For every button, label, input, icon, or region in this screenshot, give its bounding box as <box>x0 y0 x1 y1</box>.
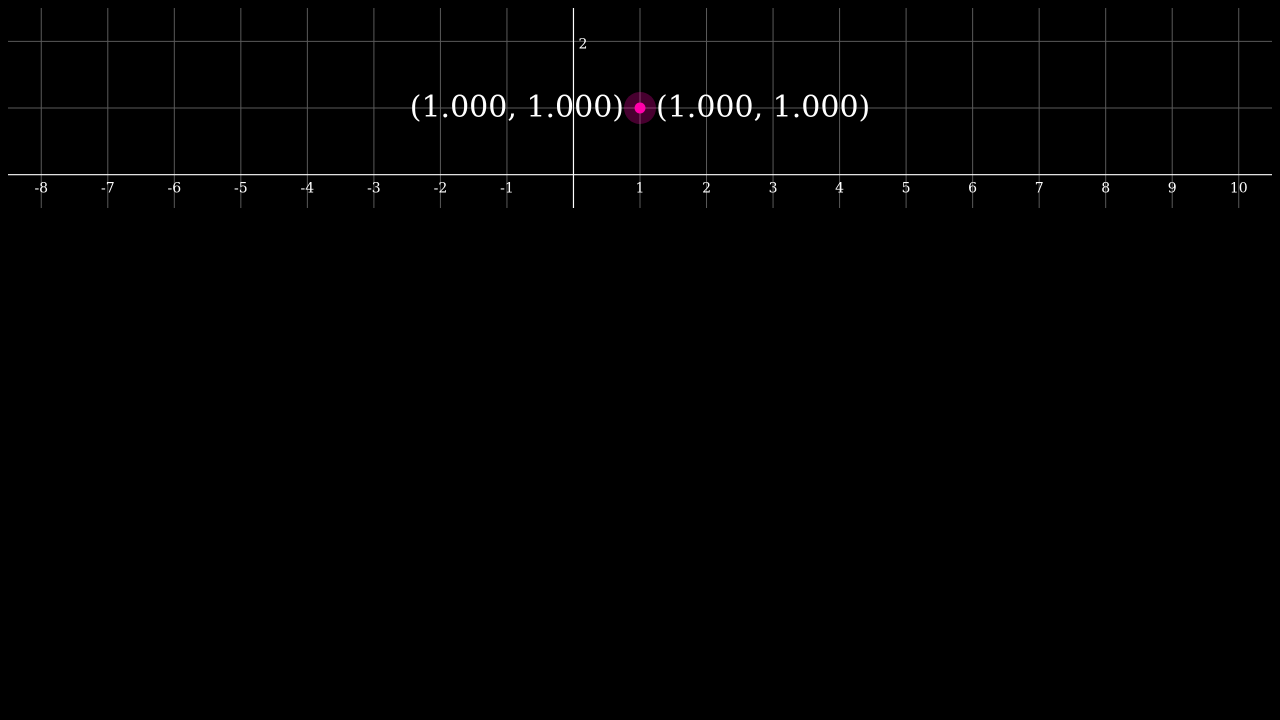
point-label-right: (1.000, 1.000) <box>656 90 870 125</box>
points: (1.000, 1.000) (1.000, 1.000) <box>410 90 871 125</box>
x-tick-label: -8 <box>34 181 48 197</box>
x-tick-label: 10 <box>1230 181 1248 197</box>
x-tick-label: 6 <box>968 181 977 197</box>
x-tick-label: -4 <box>301 181 315 197</box>
x-tick-label: 5 <box>902 181 911 197</box>
x-tick-label: -1 <box>500 181 514 197</box>
axes <box>8 8 1272 208</box>
x-tick-label: 4 <box>835 181 844 197</box>
tick-labels: -8 -7 -6 -5 -4 -3 -2 -1 1 2 3 4 5 6 7 8 9 10 2 <box>34 36 1247 196</box>
x-tick-label: 1 <box>636 181 645 197</box>
x-tick-label: -5 <box>234 181 248 197</box>
x-tick-label: 3 <box>769 181 778 197</box>
x-tick-label: -3 <box>367 181 381 197</box>
data-point <box>634 102 646 114</box>
y-tick-label: 2 <box>578 36 587 52</box>
x-tick-label: 2 <box>702 181 711 197</box>
x-tick-label: 7 <box>1035 181 1044 197</box>
x-tick-label: -2 <box>434 181 448 197</box>
x-tick-label: 8 <box>1101 181 1110 197</box>
x-tick-label: 9 <box>1168 181 1177 197</box>
x-tick-label: -6 <box>167 181 181 197</box>
x-tick-label: -7 <box>101 181 115 197</box>
point-label-left: (1.000, 1.000) <box>410 90 624 125</box>
